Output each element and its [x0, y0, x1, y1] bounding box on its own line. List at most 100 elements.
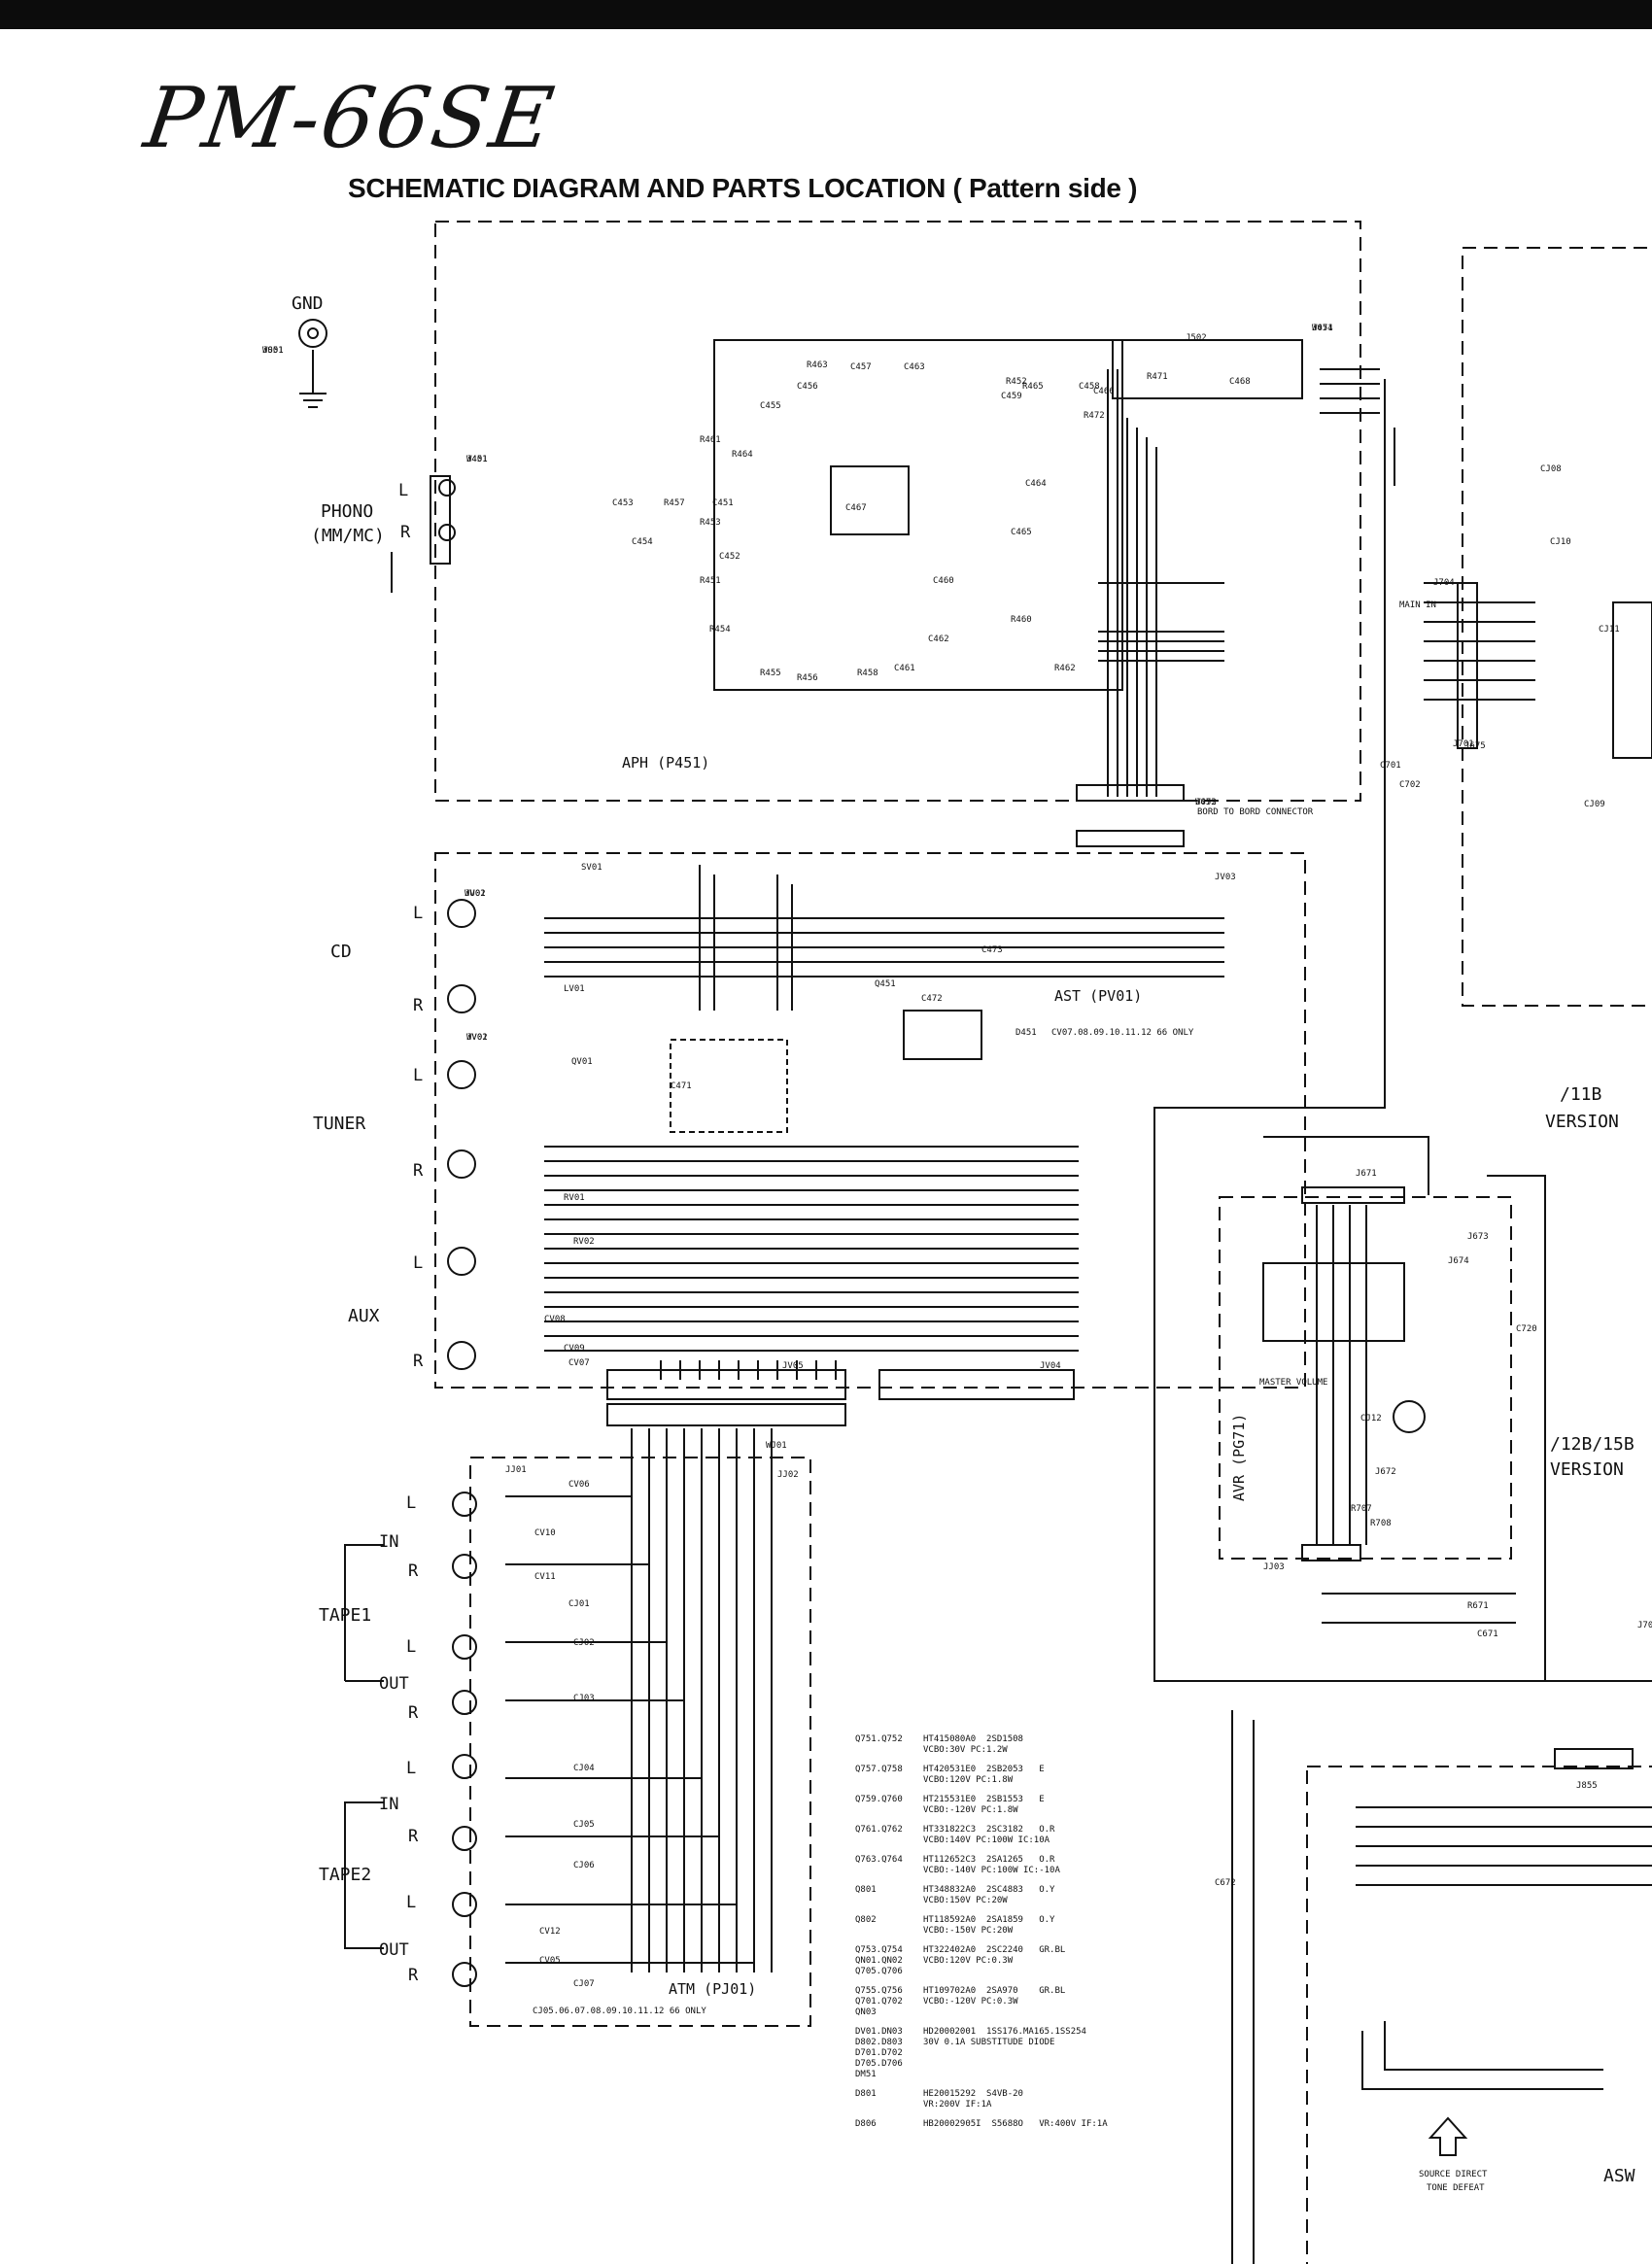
parts-list-row: D801 HE20015292 S4VB-20 VR:200V IF:1A [855, 2089, 1224, 2110]
version-12b-version-label: VERSION [1550, 1459, 1624, 1480]
gnd-label: GND [292, 293, 324, 314]
component-ref-label: J674 [1448, 1256, 1469, 1266]
component-ref-label: Q451 [875, 979, 896, 989]
component-ref-label: WU02 [465, 889, 486, 899]
parts-ref: D801 [855, 2089, 877, 2099]
component-ref-label: R453 [700, 518, 721, 528]
parts-description: HT331822C3 2SC3182 O.R VCBO:140V PC:100W… [923, 1825, 1055, 1845]
parts-ref: Q755.Q756 Q701.Q702 QN03 [855, 1986, 903, 2017]
component-ref-label: JJ02 [777, 1470, 799, 1480]
component-ref-label: W071 [1312, 324, 1333, 333]
component-ref-label: W401 [466, 455, 488, 464]
parts-list-row: Q759.Q760 HT215531E0 2SB1553 E VCBO:-120V… [855, 1795, 1224, 1816]
component-ref-label: C471 [671, 1081, 692, 1091]
parts-description: HD20002001 1SS176.MA165.1SS254 30V 0.1A … [923, 2027, 1086, 2047]
tuner-l-label: L [413, 1066, 423, 1085]
component-ref-label: J704 [1433, 578, 1455, 588]
tape1-out-l-label: L [406, 1637, 416, 1657]
parts-ref: Q802 [855, 1915, 877, 1925]
component-ref-label: CV12 [539, 1927, 561, 1937]
page-title: SCHEMATIC DIAGRAM AND PARTS LOCATION ( P… [348, 173, 1138, 203]
phono-label: PHONO [321, 501, 373, 522]
asw-board-outline [1306, 1766, 1652, 2264]
component-ref-label: R457 [664, 498, 685, 508]
component-ref-label: J675 [1464, 741, 1486, 751]
tuner-label: TUNER [313, 1114, 365, 1134]
avr-board-outline [1219, 1196, 1512, 1560]
component-ref-label: C466 [1093, 387, 1115, 396]
tape1-out-label: OUT [379, 1674, 409, 1694]
component-ref-label: R463 [807, 360, 828, 370]
parts-ref: Q753.Q754 QN01.QN02 Q705.Q706 [855, 1945, 903, 1976]
component-ref-label: CV09 [564, 1344, 585, 1354]
component-ref-label: CJ06 [573, 1861, 595, 1870]
component-ref-label: CJ09 [1584, 800, 1605, 809]
component-ref-label: R464 [732, 450, 753, 460]
tape2-label: TAPE2 [319, 1865, 371, 1885]
component-ref-label: CV06 [568, 1480, 590, 1490]
parts-description: HT118592A0 2SA1859 O.Y VCBO:-150V PC:20W [923, 1915, 1055, 1936]
component-ref-label: R472 [1084, 411, 1105, 421]
component-reference-labels: J451J454J453J051JV01JV02JV03JV04JV05WJ01… [262, 324, 1652, 1989]
component-ref-label: WJ01 [766, 1441, 787, 1451]
component-ref-label: C459 [1001, 392, 1022, 401]
component-ref-label: R707 [1351, 1504, 1372, 1514]
parts-description: HE20015292 S4VB-20 VR:200V IF:1A [923, 2089, 1023, 2110]
component-ref-label: J705 [1637, 1621, 1652, 1630]
component-ref-label: R671 [1467, 1601, 1489, 1611]
component-ref-label: C453 [612, 498, 634, 508]
cd-label: CD [330, 942, 352, 962]
component-ref-label: C672 [1215, 1878, 1236, 1888]
component-ref-label: CV07 [568, 1358, 590, 1368]
component-ref-label: CJ12 [1360, 1414, 1382, 1424]
component-ref-label: JV03 [1215, 873, 1236, 882]
component-ref-label: R458 [857, 669, 878, 678]
component-ref-label: CJ07 [573, 1979, 595, 1989]
component-ref-label: J672 [1375, 1467, 1396, 1477]
component-ref-label: C671 [1477, 1629, 1498, 1639]
component-ref-label: C702 [1399, 780, 1421, 790]
component-ref-label: D451 [1015, 1028, 1037, 1038]
component-ref-label: R454 [709, 625, 731, 635]
component-ref-label: CJ05 [573, 1820, 595, 1830]
component-ref-label: C456 [797, 382, 818, 392]
parts-ref: DV01.DN03 D802.D803 D701.D702 D705.D706 … [855, 2027, 903, 2079]
component-ref-label: CV05 [539, 1956, 561, 1966]
component-ref-label: JJ03 [1263, 1562, 1285, 1572]
tape2-out-label: OUT [379, 1940, 409, 1960]
component-ref-label: CJ02 [573, 1638, 595, 1648]
component-ref-label: C463 [904, 362, 925, 372]
aux-l-label: L [413, 1253, 423, 1273]
component-ref-label: R465 [1022, 382, 1044, 392]
component-ref-label: W072 [1195, 798, 1217, 807]
component-ref-label: C701 [1380, 761, 1401, 771]
component-ref-label: JV01 [465, 889, 486, 899]
tape1-out-r-label: R [408, 1703, 419, 1723]
avr-block-label: AVR (PG71) [1230, 1414, 1248, 1501]
parts-ref: Q759.Q760 [855, 1795, 903, 1804]
tape2-out-l-label: L [406, 1893, 416, 1912]
power-amp-board-outline [1462, 247, 1652, 1007]
component-ref-label: C458 [1079, 382, 1100, 392]
aph-board-outline [434, 221, 1361, 802]
version-11b-label: /11B [1560, 1084, 1601, 1105]
component-ref-label: C464 [1025, 479, 1047, 489]
component-ref-label: C460 [933, 576, 954, 586]
component-ref-label: C465 [1011, 528, 1032, 537]
master-volume-label: MASTER VOLUME [1259, 1378, 1327, 1388]
component-ref-label: C454 [632, 537, 653, 547]
component-ref-label: JV02 [466, 1033, 488, 1043]
phono-r-label: R [400, 523, 411, 542]
component-ref-label: C455 [760, 401, 781, 411]
component-ref-label: CJ10 [1550, 537, 1571, 547]
parts-description: HT215531E0 2SB1553 E VCBO:-120V PC:1.8W [923, 1795, 1045, 1815]
